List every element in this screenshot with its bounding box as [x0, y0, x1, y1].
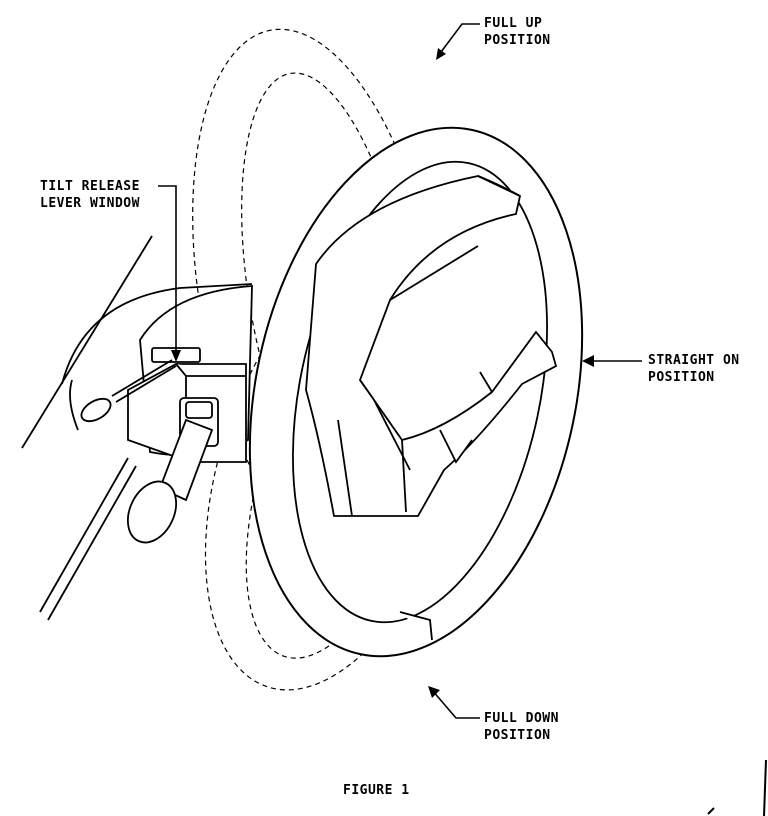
figure-caption-text: FIGURE 1 — [343, 783, 410, 798]
leader-lines — [158, 23, 642, 719]
full-up-line1: FULL UP — [484, 16, 543, 31]
full-down-position-label: FULL DOWN POSITION — [484, 710, 559, 744]
tilt-release-line1: TILT RELEASE — [40, 179, 140, 194]
straight-on-line2: POSITION — [648, 370, 715, 385]
full-up-line2: POSITION — [484, 33, 551, 48]
leader-arrowheads — [171, 48, 594, 698]
stray-marks — [707, 759, 767, 816]
steering-wheel-hub — [305, 175, 558, 641]
multifunction-stalk — [127, 397, 219, 544]
dashboard-edge — [21, 235, 253, 621]
straight-on-position-label: STRAIGHT ON POSITION — [648, 352, 740, 386]
full-down-line1: FULL DOWN — [484, 711, 559, 726]
tilt-release-line2: LEVER WINDOW — [40, 196, 140, 211]
full-down-line2: POSITION — [484, 728, 551, 743]
full-up-position-label: FULL UP POSITION — [484, 15, 551, 49]
tilt-release-lever — [80, 347, 247, 463]
figure-caption: FIGURE 1 — [343, 782, 410, 799]
tilt-release-lever-window-label: TILT RELEASE LEVER WINDOW — [40, 178, 140, 212]
straight-on-line1: STRAIGHT ON — [648, 353, 740, 368]
